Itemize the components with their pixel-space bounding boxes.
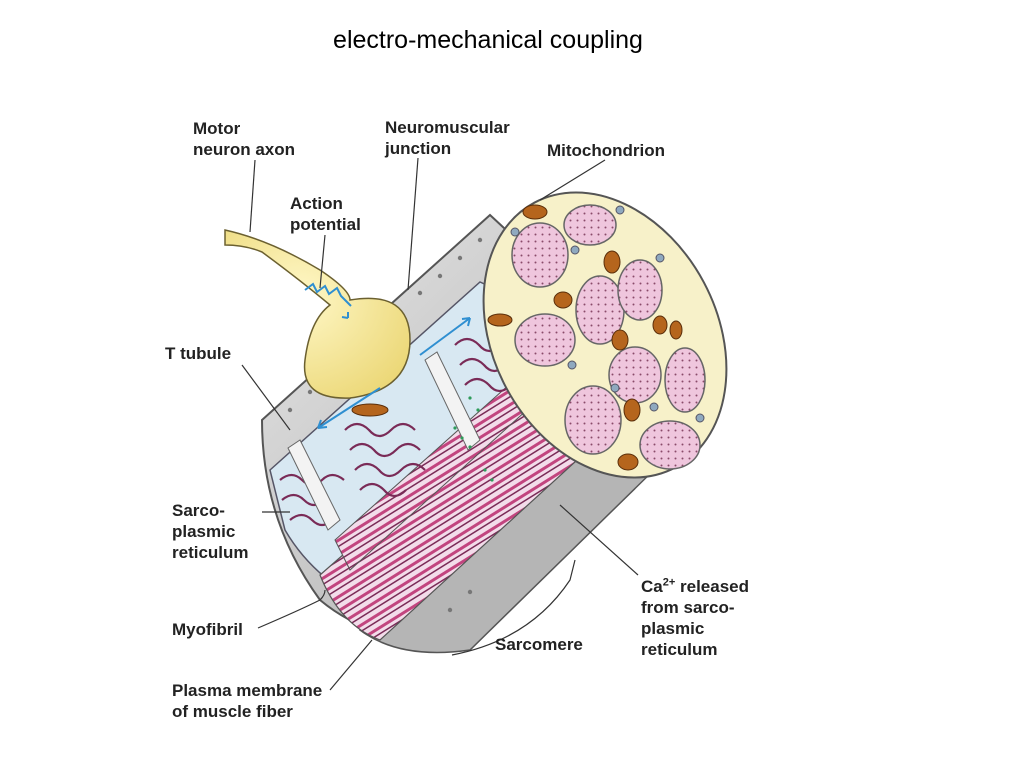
- label-neuromuscular-junction: Neuromuscular junction: [385, 118, 510, 158]
- label-sarcoplasmic-reticulum: Sarco- plasmic reticulum: [172, 501, 249, 562]
- t-tubule-band: [287, 439, 341, 531]
- leader-lines: [241, 157, 639, 691]
- label-t-tubule: T tubule: [165, 344, 232, 363]
- label-mitochondrion: Mitochondrion: [547, 141, 666, 160]
- label-ca-released: Ca2+ released from sarco- plasmic reticu…: [641, 576, 750, 659]
- mitochondria: [351, 204, 683, 471]
- label-action-potential: Action potential: [290, 194, 361, 234]
- label-sarcomere: Sarcomere: [495, 635, 583, 654]
- page-title: electro-mechanical coupling: [333, 26, 643, 54]
- label-myofibril: Myofibril: [172, 620, 243, 639]
- motor-neuron-axon: [224, 229, 411, 399]
- myofibril-cross-sections: [511, 204, 706, 470]
- label-motor-neuron-axon: Motor neuron axon: [193, 119, 296, 159]
- action-potential-arrows: [304, 282, 471, 429]
- label-plasma-membrane: Plasma membrane of muscle fiber: [172, 681, 323, 721]
- cross-section-face: [351, 191, 728, 479]
